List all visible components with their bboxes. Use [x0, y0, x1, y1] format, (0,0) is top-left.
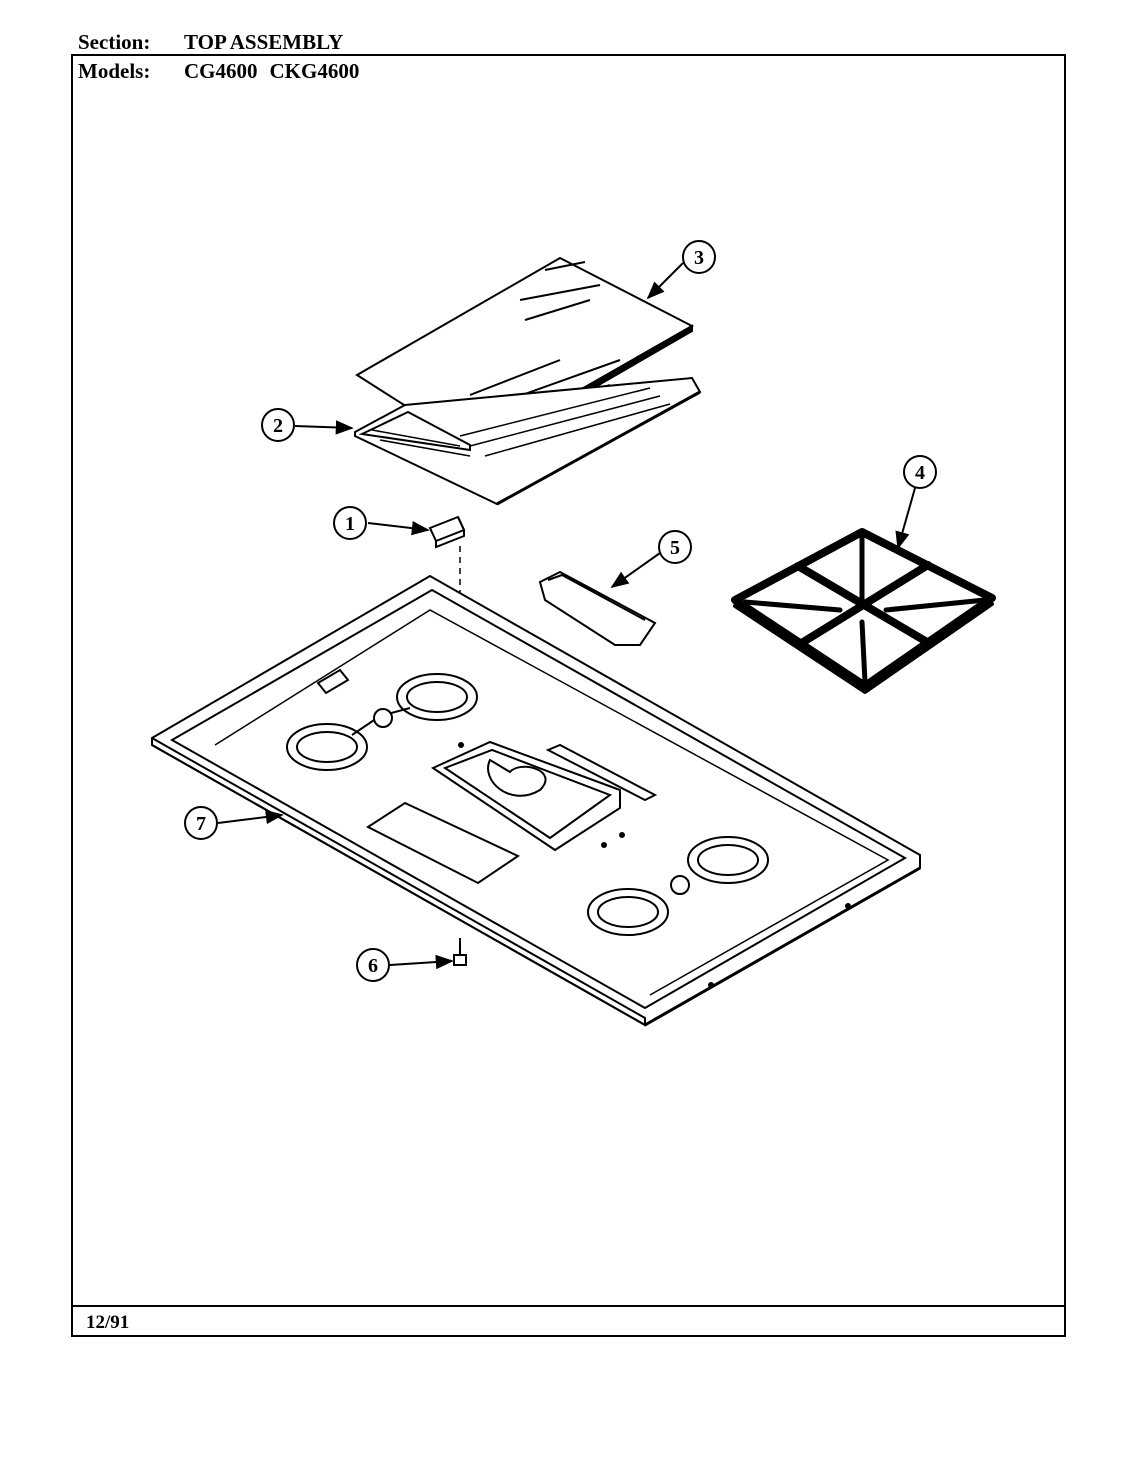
callout-label-3: 3 [694, 247, 704, 269]
revision-date: 12/91 [86, 1312, 130, 1333]
screw [453, 938, 467, 966]
callout-label-1: 1 [345, 513, 355, 535]
callout-6: 6 [356, 948, 454, 982]
diagram-frame [71, 54, 1066, 1337]
model-cg4600: CG4600 [184, 59, 258, 83]
burner-control-block [428, 515, 466, 549]
burner-grate [731, 528, 996, 694]
model-ckg4600: CKG4600 [269, 59, 360, 83]
callout-2: 2 [261, 408, 354, 442]
callout-label-4: 4 [915, 462, 925, 484]
callout-4: 4 [895, 455, 937, 550]
main-top [151, 574, 921, 1027]
callout-5: 5 [610, 530, 692, 589]
callout-label-7: 7 [196, 813, 206, 835]
callout-label-2: 2 [273, 415, 283, 437]
footer-rule [71, 1305, 1066, 1307]
section-label: Section: [78, 30, 151, 54]
drip-tray [538, 570, 657, 646]
models-row: Models: CG4600 CKG4600 [78, 59, 371, 83]
models-label: Models: [78, 59, 151, 83]
section-row: Section: TOP ASSEMBLY [78, 30, 343, 54]
section-value: TOP ASSEMBLY [184, 30, 344, 54]
griddle-tray [354, 376, 702, 506]
callout-label-6: 6 [368, 955, 378, 977]
callout-label-5: 5 [670, 537, 680, 559]
callout-7: 7 [184, 806, 284, 840]
callout-3: 3 [646, 240, 716, 300]
callout-1: 1 [333, 506, 430, 540]
